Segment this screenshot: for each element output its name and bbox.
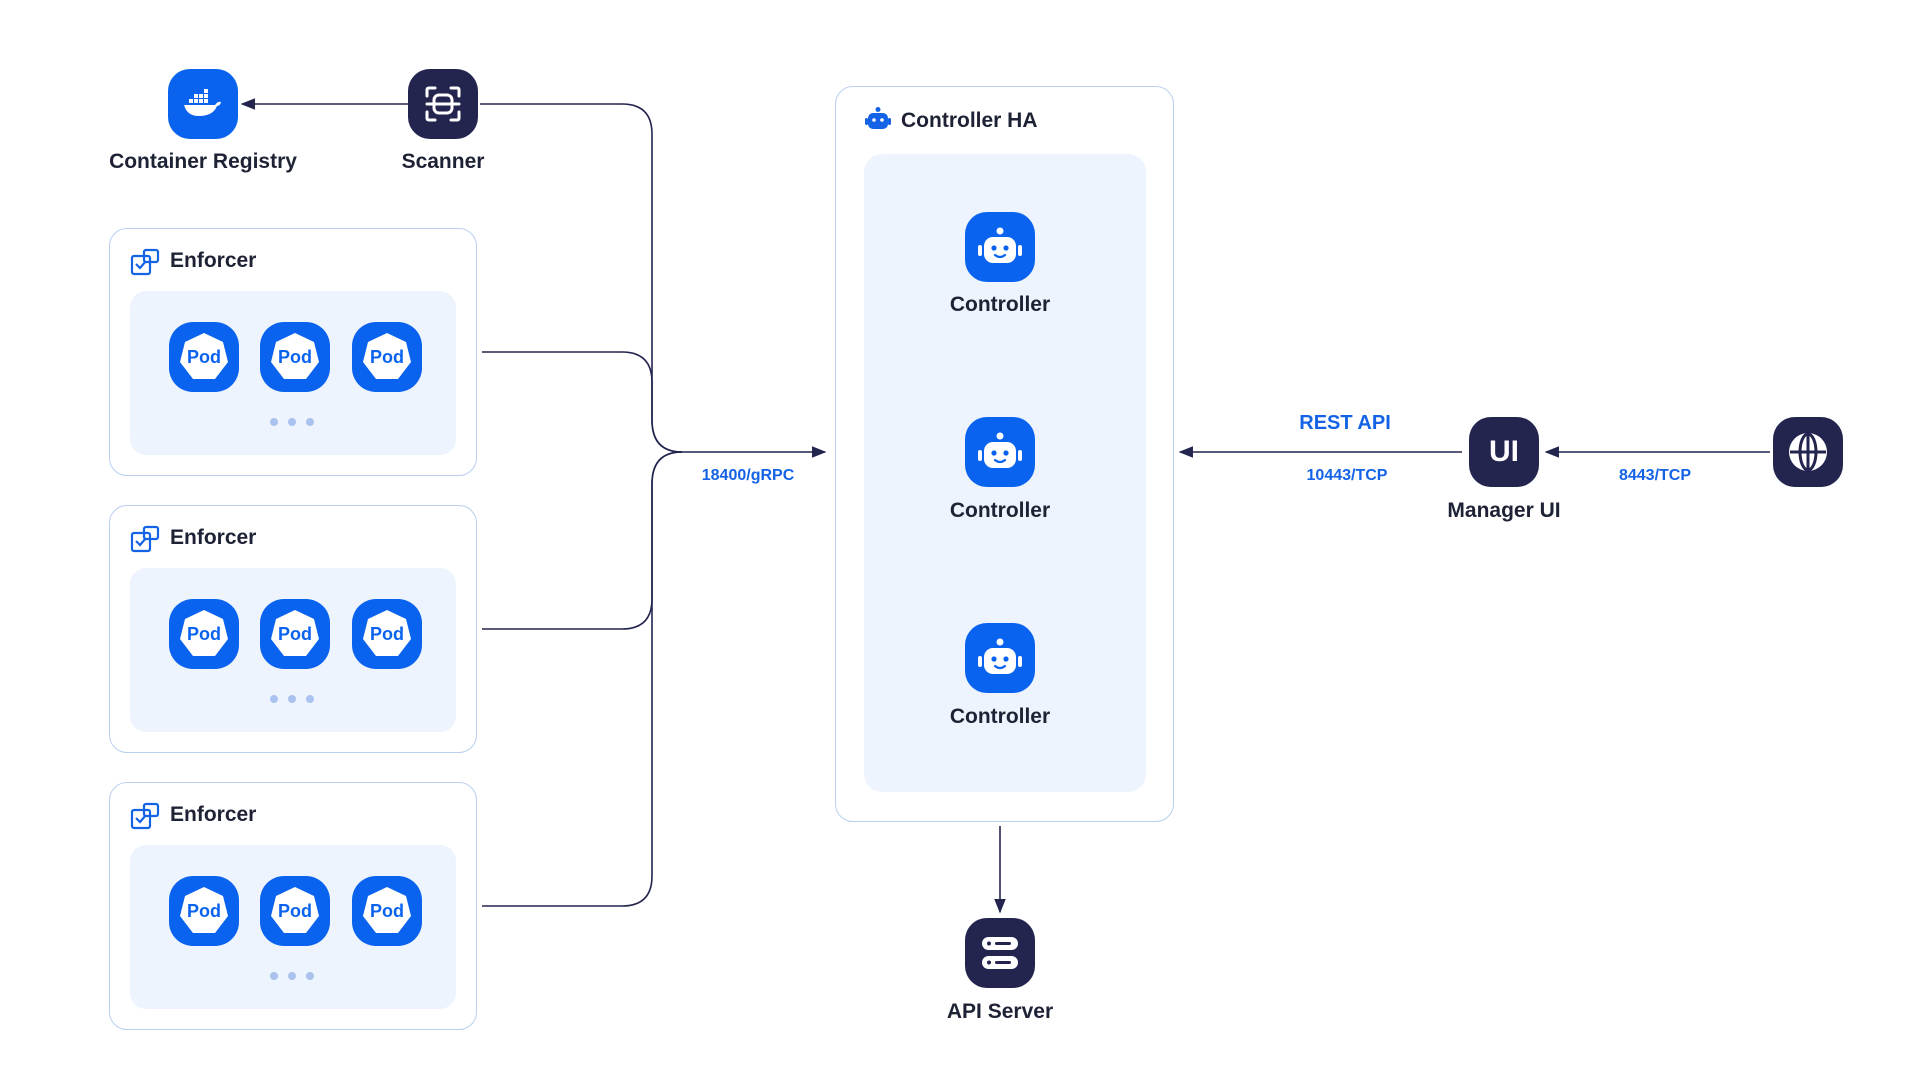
enforcer-group-1: Enforcer Pod Pod Pod: [109, 228, 477, 476]
pod-icon: [271, 887, 319, 933]
more-pods-ellipsis: [270, 695, 314, 703]
pod-node: Pod: [352, 599, 422, 669]
server-icon: [982, 937, 1018, 969]
pod-icon: [363, 610, 411, 656]
controller-node: [965, 623, 1035, 693]
pod-panel: Pod Pod Pod: [130, 845, 456, 1009]
browser-node: [1773, 417, 1843, 487]
pod-icon: [271, 610, 319, 656]
api-server-label: API Server: [946, 1000, 1054, 1023]
enforcer-title: Enforcer: [170, 249, 257, 272]
controller-label: Controller: [949, 293, 1051, 316]
pod-label: Pod: [187, 900, 221, 921]
grpc-port-label: 18400/gRPC: [701, 467, 795, 484]
enforcer-group-3: Enforcer Pod Pod Pod: [109, 782, 477, 1030]
pod-icon: [271, 333, 319, 379]
enforcer-group-2: Enforcer Pod Pod Pod: [109, 505, 477, 753]
pod-label: Pod: [370, 623, 404, 644]
more-pods-ellipsis: [270, 972, 314, 980]
scanner-node: [408, 69, 478, 139]
pod-panel: Pod Pod Pod: [130, 568, 456, 732]
scanner-label: Scanner: [401, 150, 485, 173]
pod-icon: [180, 887, 228, 933]
controller-label: Controller: [949, 499, 1051, 522]
controller-node: [965, 212, 1035, 282]
enforcer-3-link: [482, 451, 683, 907]
pod-icon: [180, 333, 228, 379]
enforcer-icon: [130, 525, 160, 553]
enforcer-title: Enforcer: [170, 803, 257, 826]
controller-ha-title: Controller HA: [901, 109, 1038, 132]
api-server-node: [965, 918, 1035, 988]
pod-icon: [180, 610, 228, 656]
pod-label: Pod: [278, 900, 312, 921]
pod-node: Pod: [260, 322, 330, 392]
container-registry-label: Container Registry: [109, 150, 297, 173]
pod-label: Pod: [187, 346, 221, 367]
manager-ui-label: Manager UI: [1447, 499, 1561, 522]
pod-label: Pod: [370, 900, 404, 921]
ui-badge-icon: UI: [1489, 435, 1519, 468]
container-registry-node: [168, 69, 238, 139]
controller-node: [965, 417, 1035, 487]
robot-icon: [978, 227, 1022, 263]
browser-port-label: 8443/TCP: [1618, 467, 1692, 484]
pod-label: Pod: [278, 346, 312, 367]
pod-label: Pod: [278, 623, 312, 644]
pod-panel: Pod Pod Pod: [130, 291, 456, 455]
pod-node: Pod: [260, 876, 330, 946]
globe-icon: [1789, 432, 1827, 472]
enforcer-title: Enforcer: [170, 526, 257, 549]
enforcer-icon: [130, 248, 160, 276]
scan-icon: [425, 86, 461, 122]
pod-node: Pod: [352, 322, 422, 392]
pod-node: Pod: [352, 876, 422, 946]
pod-node: Pod: [260, 599, 330, 669]
pod-node: Pod: [169, 599, 239, 669]
docker-icon: [184, 89, 221, 116]
rest-api-port-label: 10443/TCP: [1306, 467, 1388, 484]
more-pods-ellipsis: [270, 418, 314, 426]
pod-node: Pod: [169, 322, 239, 392]
robot-icon: [978, 638, 1022, 674]
manager-ui-node: UI: [1469, 417, 1539, 487]
enforcer-icon: [130, 802, 160, 830]
pod-icon: [363, 887, 411, 933]
rest-api-label: REST API: [1299, 412, 1391, 434]
pod-label: Pod: [187, 623, 221, 644]
enforcer-1-link: [482, 351, 683, 453]
pod-icon: [363, 333, 411, 379]
pod-label: Pod: [370, 346, 404, 367]
robot-icon: [978, 432, 1022, 468]
robot-icon: [865, 107, 891, 129]
pod-node: Pod: [169, 876, 239, 946]
controller-label: Controller: [949, 705, 1051, 728]
